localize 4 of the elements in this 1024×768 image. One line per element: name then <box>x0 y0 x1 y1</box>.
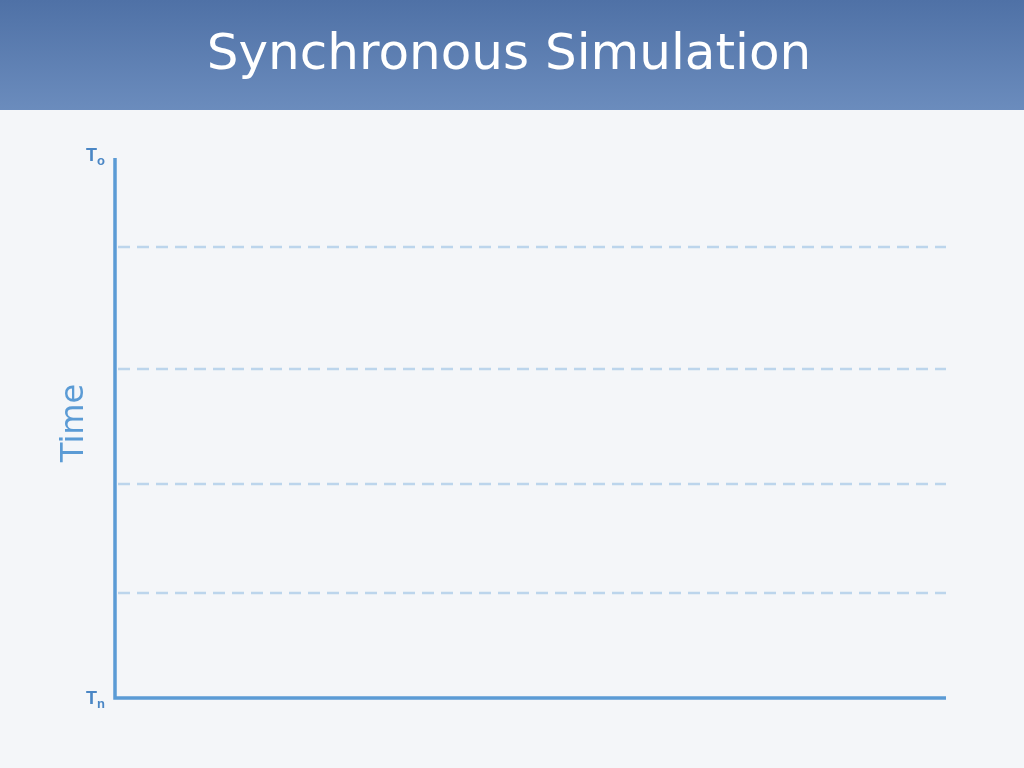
slide-title: Synchronous Simulation <box>206 22 812 82</box>
time-label: T$_{n}$ <box>86 688 105 713</box>
axis-title: Time <box>54 383 91 463</box>
time-label: T$_{o}$ <box>86 145 105 170</box>
